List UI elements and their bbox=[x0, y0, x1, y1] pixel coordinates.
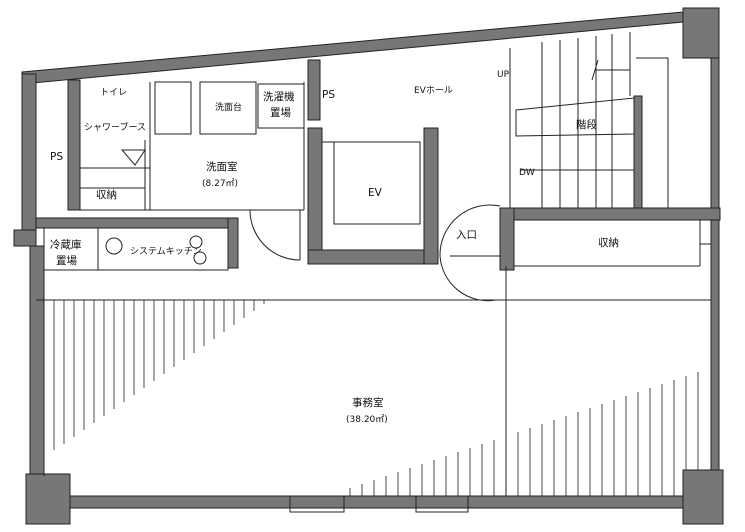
label-dw: DW bbox=[519, 168, 535, 178]
label-washroom-area: (8.27㎡) bbox=[202, 178, 238, 189]
wall-stair-landing bbox=[633, 95, 643, 209]
label-washroom: 洗面室 bbox=[206, 160, 238, 173]
label-kitchen: システムキッチン bbox=[130, 246, 202, 257]
label-ev-hall: EVホール bbox=[414, 85, 453, 96]
wall-storage-top bbox=[499, 207, 721, 221]
wall-top-right-column bbox=[682, 7, 720, 59]
wall-ps-right bbox=[67, 79, 81, 211]
wall-left-lower bbox=[29, 245, 45, 477]
wall-kitchen-right bbox=[227, 217, 239, 269]
wall-storage-left bbox=[499, 207, 515, 271]
label-fridge-line1: 冷蔵庫 bbox=[50, 238, 82, 251]
walls bbox=[13, 7, 724, 525]
label-up: UP bbox=[497, 70, 510, 80]
label-toilet-icon: トイレ bbox=[100, 88, 127, 98]
label-entrance: 入口 bbox=[456, 229, 477, 241]
wall-left-stub bbox=[13, 229, 37, 247]
label-storage-right: 収納 bbox=[598, 236, 619, 249]
wall-bottom bbox=[69, 495, 686, 509]
label-washer-line1: 洗濯機 bbox=[263, 90, 295, 103]
label-office-area: (38.20㎡) bbox=[346, 414, 388, 425]
label-washer-line2: 置場 bbox=[270, 106, 291, 119]
label-ps-left: PS bbox=[50, 151, 63, 163]
wall-top-sloped bbox=[21, 11, 684, 85]
label-ev: EV bbox=[368, 187, 383, 199]
wall-ev-left bbox=[307, 127, 323, 265]
wall-kitchen-top bbox=[35, 217, 237, 229]
label-ps-mid: PS bbox=[322, 89, 335, 101]
wall-ps-mid bbox=[307, 59, 321, 121]
interior-lines bbox=[36, 32, 712, 513]
wall-bottom-left-column bbox=[25, 473, 71, 525]
room-labels: PS シャワーブース トイレ 洗面台 洗濯機 置場 PS EVホール UP 階段… bbox=[50, 70, 619, 425]
label-shower-booth: シャワーブース bbox=[84, 121, 146, 133]
label-stairs: 階段 bbox=[576, 118, 597, 131]
hatch-right-dense bbox=[349, 372, 699, 496]
label-office: 事務室 bbox=[352, 396, 384, 409]
label-sink-icon: 洗面台 bbox=[215, 101, 242, 113]
wall-ev-right bbox=[423, 127, 439, 265]
wall-ev-bottom bbox=[307, 249, 439, 265]
label-storage-left: 収納 bbox=[96, 188, 117, 201]
hatch-left-dense bbox=[53, 300, 265, 450]
label-fridge-line2: 置場 bbox=[56, 254, 77, 267]
wall-bottom-right-column bbox=[682, 469, 724, 525]
wall-left-upper bbox=[21, 73, 37, 233]
wall-right bbox=[710, 57, 720, 489]
